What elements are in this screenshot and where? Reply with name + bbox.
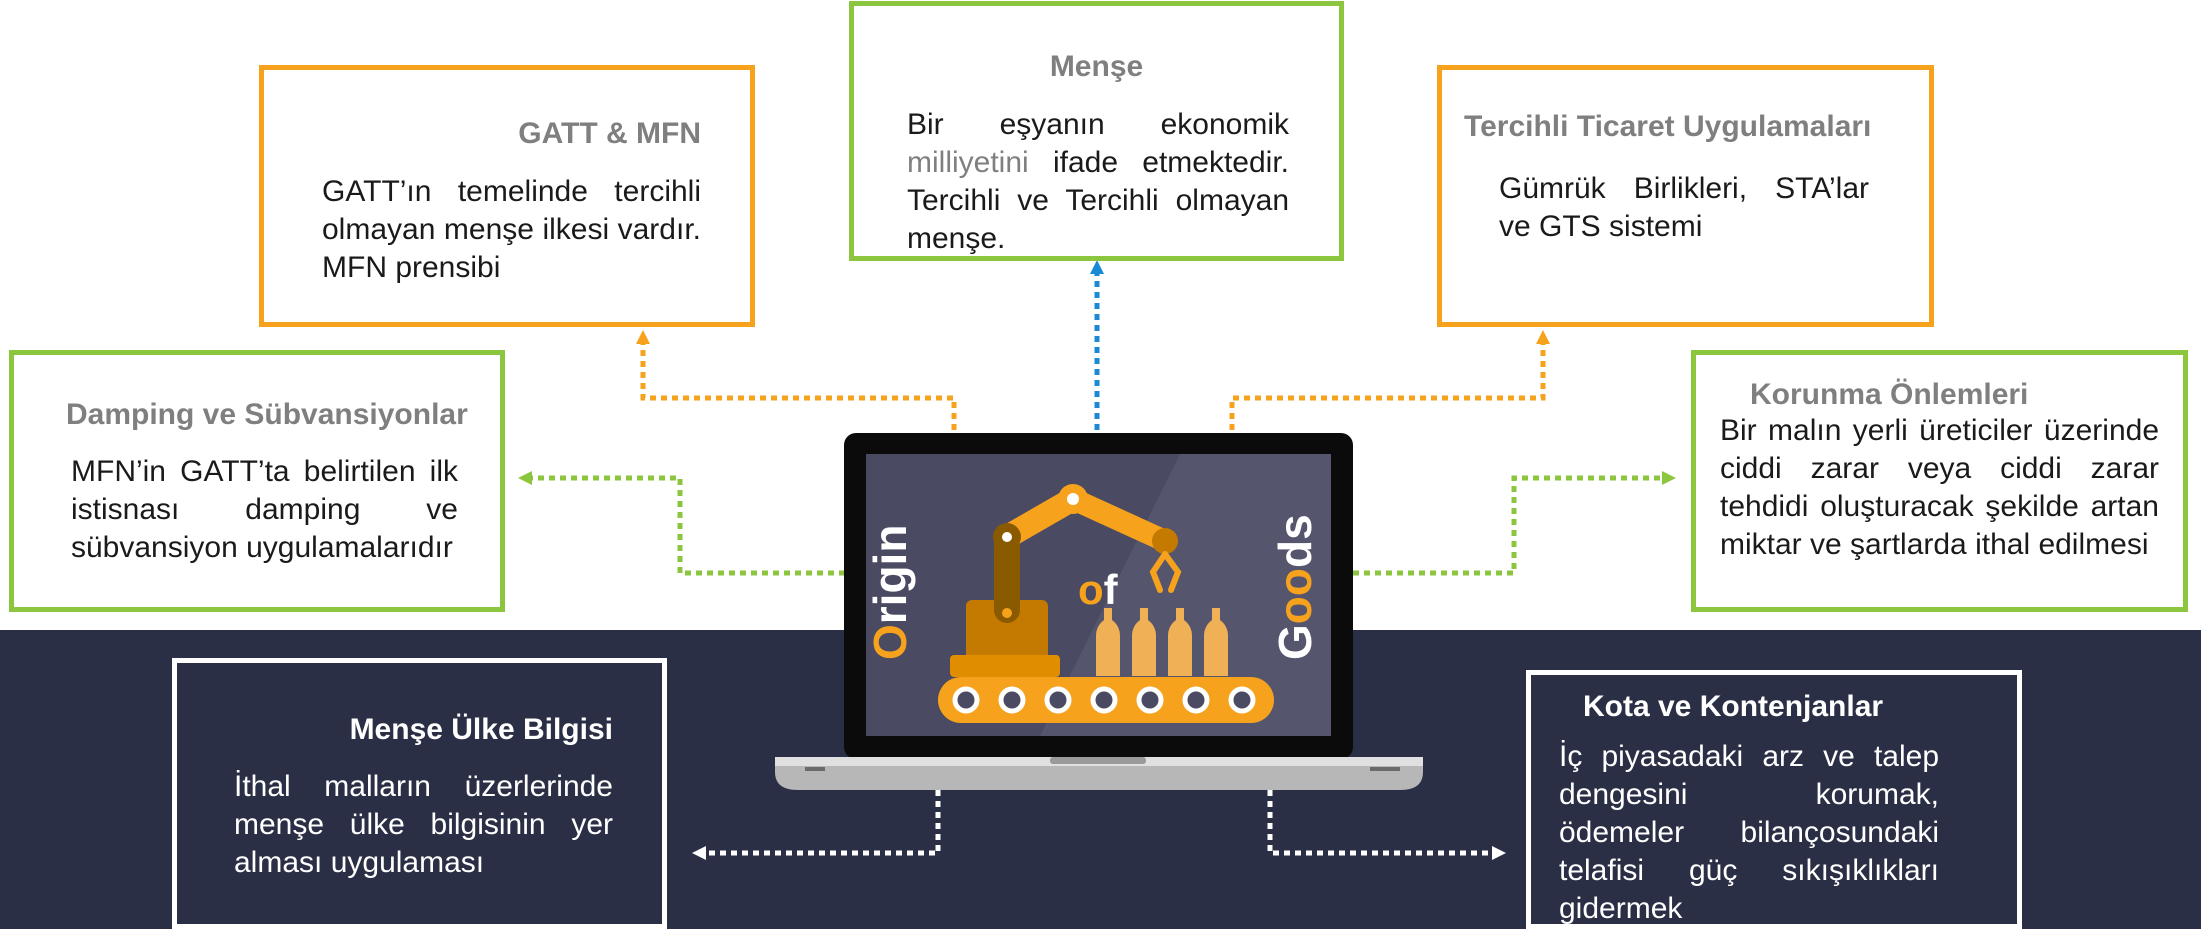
robot-base	[966, 600, 1048, 660]
menshe-ulke-box: Menşe Ülke Bilgisi İthal malların üzerle…	[172, 658, 667, 929]
menshe-ulke-body: İthal malların üzerlerinde menşe ülke bi…	[234, 770, 613, 879]
word-goods-initial: G	[1269, 624, 1321, 660]
menshe-title: Menşe	[1049, 50, 1144, 83]
wheel-1	[952, 686, 980, 714]
gatt-mfn-title: GATT & MFN	[518, 117, 701, 150]
arrow-menshe	[1090, 260, 1104, 274]
wheel-7	[1228, 686, 1256, 714]
wheel-4	[1090, 686, 1118, 714]
robot-joint-1-dot	[1002, 532, 1012, 542]
wheel-6	[1182, 686, 1210, 714]
conveyor-wheels	[952, 686, 1256, 714]
connector-korunma	[1353, 475, 1666, 576]
arrow-kota	[1492, 846, 1506, 860]
bottle-2	[1132, 608, 1156, 676]
damping-box: Damping ve Sübvansiyonlar MFN’in GATT’ta…	[9, 350, 505, 612]
arrow-ulke	[692, 846, 706, 860]
damping-title: Damping ve Sübvansiyonlar	[66, 398, 468, 431]
word-goods-middle: oo	[1269, 568, 1321, 624]
wheel-3	[1044, 686, 1072, 714]
word-of-rest: f	[1104, 566, 1119, 613]
robot-arm-fore	[1062, 488, 1176, 552]
connector-damping	[528, 475, 845, 576]
robot-joint-2-dot	[1067, 493, 1079, 505]
wheel-5	[1136, 686, 1164, 714]
laptop-foot-left	[805, 767, 825, 771]
kota-body: İç piyasadaki arz ve talep dengesini kor…	[1559, 740, 1939, 925]
menshe-body-highlight: milliyetini	[907, 146, 1029, 179]
arrow-tercihli	[1536, 330, 1550, 344]
bottle-3	[1168, 608, 1192, 676]
gatt-mfn-body: GATT’ın temelinde tercihli olmayan menşe…	[322, 175, 701, 284]
tercihli-ticaret-title: Tercihli Ticaret Uygulamaları	[1464, 110, 1872, 143]
robot-base-dot	[1002, 608, 1012, 618]
connector-gatt	[640, 340, 957, 430]
robot-platform	[950, 655, 1060, 677]
word-origin-initial: O	[864, 624, 916, 660]
word-of-initial: o	[1078, 566, 1104, 613]
robot-claw	[1149, 551, 1182, 593]
bottle-1	[1096, 608, 1120, 676]
wheel-2	[998, 686, 1026, 714]
connector-kota	[1267, 790, 1494, 856]
robot-joint-3	[1152, 528, 1178, 554]
arrow-damping	[518, 471, 532, 485]
bottles	[1096, 608, 1228, 676]
korunma-box: Korunma Önlemleri Bir malın yerli üretic…	[1691, 350, 2188, 612]
menshe-ulke-title: Menşe Ülke Bilgisi	[349, 713, 613, 746]
connector-tercihli	[1229, 340, 1546, 430]
kota-title: Kota ve Kontenjanlar	[1583, 690, 1884, 723]
kota-box: Kota ve Kontenjanlar İç piyasadaki arz v…	[1526, 670, 2022, 929]
arrow-korunma	[1662, 471, 1676, 485]
word-goods-rest: ds	[1269, 514, 1321, 568]
tercihli-ticaret-body: Gümrük Birlikleri, STA’lar ve GTS sistem…	[1499, 172, 1869, 243]
arrow-gatt	[636, 330, 650, 344]
korunma-title: Korunma Önlemleri	[1750, 378, 2029, 411]
word-of: of	[1078, 566, 1119, 613]
menshe-box: Menşe Bir eşyanın ekonomik milliyetini i…	[849, 1, 1344, 261]
menshe-body: Bir eşyanın ekonomik milliyetini ifade e…	[907, 106, 1289, 258]
word-origin-rest: rigin	[864, 525, 916, 625]
bottle-4	[1204, 608, 1228, 676]
korunma-body: Bir malın yerli üreticiler üzerinde cidd…	[1720, 414, 2159, 561]
laptop-notch	[1050, 757, 1146, 764]
tercihli-ticaret-box: Tercihli Ticaret Uygulamaları Gümrük Bir…	[1437, 65, 1934, 327]
word-goods: Goods	[1269, 514, 1321, 660]
menshe-body-post: ifade etmektedir. Tercihli ve Tercihli o…	[907, 146, 1289, 255]
laptop-foot-right	[1370, 767, 1400, 771]
gatt-mfn-box: GATT & MFN GATT’ın temelinde tercihli ol…	[259, 65, 755, 327]
word-origin: Origin	[864, 525, 916, 660]
damping-body: MFN’in GATT’ta belirtilen ilk istisnası …	[71, 455, 458, 564]
menshe-body-pre: Bir eşyanın ekonomik	[907, 108, 1289, 141]
